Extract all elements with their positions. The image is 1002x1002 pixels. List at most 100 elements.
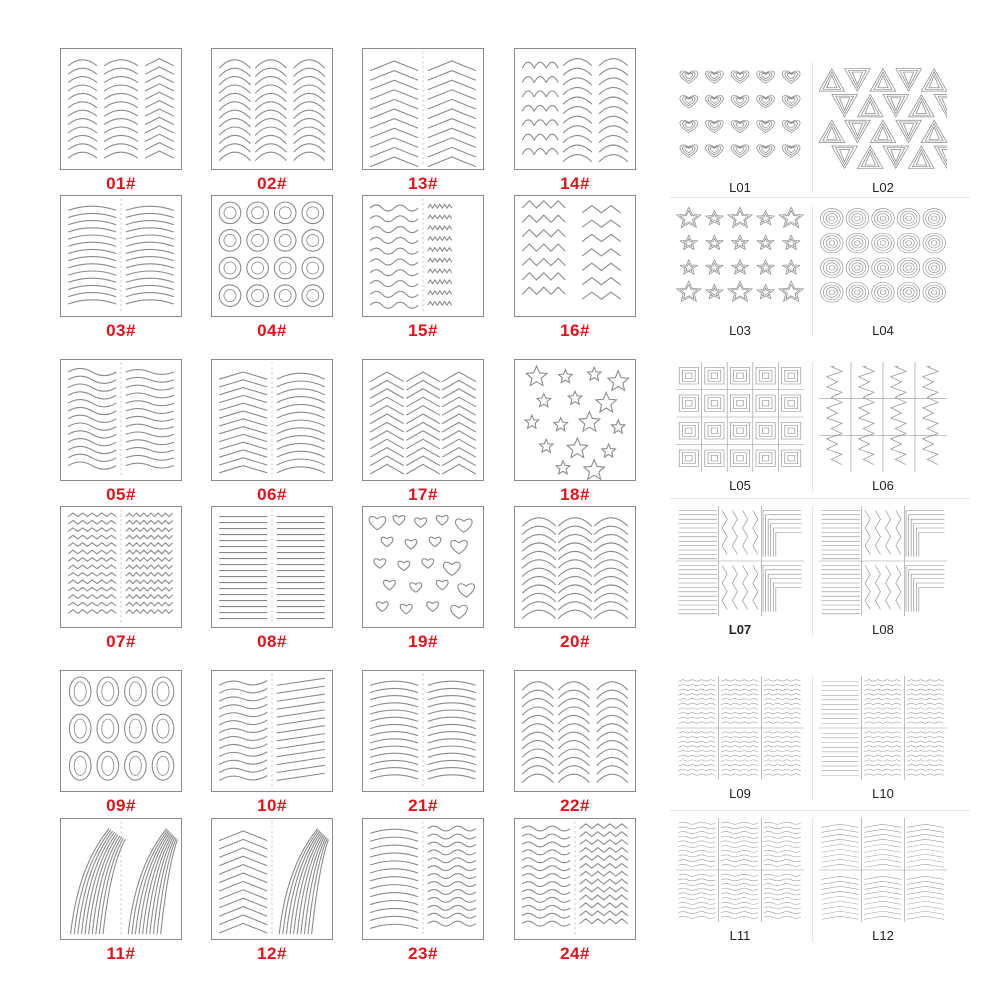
stencil-pattern [370, 821, 477, 937]
stencil-tile-05 [60, 359, 182, 481]
laser-sheet-label: L02 [872, 180, 894, 195]
stencil-tile-01 [60, 48, 182, 170]
laser-sheet-pattern [676, 818, 804, 922]
stencil-label: 22# [560, 796, 590, 815]
stencil-label: 08# [257, 632, 287, 651]
stencil-pattern [521, 681, 629, 783]
stencil-tile-23 [362, 818, 484, 940]
divider [812, 506, 813, 636]
stencil-tile-20 [514, 506, 636, 628]
stencil-pattern [521, 821, 629, 937]
stencil-label: 15# [408, 321, 438, 340]
laser-sheet-label: L10 [872, 786, 894, 801]
stencil-label: 10# [257, 796, 287, 815]
divider [670, 498, 970, 499]
divider [812, 205, 813, 335]
stencil-pattern [218, 821, 329, 937]
stencil-label: 11# [106, 944, 136, 963]
stencil-tile-07 [60, 506, 182, 628]
laser-sheet-l06 [819, 362, 947, 472]
laser-sheet-pattern [676, 206, 804, 303]
stencil-pattern [369, 371, 477, 475]
stencil-tile-14 [514, 48, 636, 170]
stencil-pattern [67, 57, 175, 159]
stencil-tile-08 [211, 506, 333, 628]
stencil-tile-24 [514, 818, 636, 940]
stencil-pattern [70, 821, 178, 937]
stencil-tile-11 [60, 818, 182, 940]
laser-sheet-pattern [820, 208, 946, 303]
laser-sheet-l09 [676, 676, 804, 780]
stencil-pattern [219, 509, 325, 625]
stencil-tile-15 [362, 195, 484, 317]
stencil-label: 06# [257, 485, 287, 504]
laser-sheet-l05 [676, 362, 804, 472]
divider [812, 62, 813, 192]
laser-sheet-label: L03 [729, 323, 751, 338]
laser-sheet-label: L07 [728, 622, 752, 637]
divider [670, 197, 970, 198]
stencil-tile-18 [514, 359, 636, 481]
laser-sheet-l04 [819, 205, 947, 317]
stencil-label: 12# [257, 944, 287, 963]
stencil-label: 07# [106, 632, 136, 651]
laser-sheet-l07 [676, 506, 804, 616]
stencil-label: 19# [408, 632, 438, 651]
stencil-pattern [218, 201, 325, 307]
laser-sheet-pattern [819, 676, 947, 780]
stencil-label: 14# [560, 174, 590, 193]
laser-sheet-pattern [819, 67, 947, 170]
laser-sheet-l03 [676, 205, 804, 317]
laser-sheet-l12 [819, 818, 947, 922]
stencil-pattern [369, 51, 477, 168]
laser-sheet-l11 [676, 818, 804, 922]
stencil-label: 21# [408, 796, 438, 815]
stencil-pattern [219, 362, 326, 478]
laser-sheet-l01 [676, 62, 804, 174]
stencil-label: 18# [560, 485, 590, 504]
stencil-label: 20# [560, 632, 590, 651]
stencil-pattern [218, 59, 326, 161]
stencil-tile-21 [362, 670, 484, 792]
laser-sheet-label: L08 [872, 622, 894, 637]
stencil-tile-09 [60, 670, 182, 792]
stencil-label: 03# [106, 321, 136, 340]
stencil-tile-06 [211, 359, 333, 481]
stencil-label: 24# [560, 944, 590, 963]
stencil-pattern [369, 198, 453, 314]
stencil-label: 04# [257, 321, 287, 340]
laser-sheet-label: L12 [872, 928, 894, 943]
stencil-label: 05# [106, 485, 136, 504]
stencil-pattern [67, 362, 175, 478]
laser-sheet-label: L01 [729, 180, 751, 195]
laser-sheet-pattern [679, 70, 801, 158]
laser-sheet-label: L11 [729, 928, 751, 943]
laser-sheet-pattern [819, 506, 947, 616]
stencil-pattern [218, 673, 325, 789]
laser-sheet-pattern [676, 362, 804, 472]
stencil-tile-03 [60, 195, 182, 317]
laser-sheet-pattern [819, 362, 947, 472]
stencil-label: 16# [560, 321, 590, 340]
stencil-pattern [67, 509, 173, 625]
stencil-tile-10 [211, 670, 333, 792]
stencil-tile-13 [362, 48, 484, 170]
divider [812, 818, 813, 942]
stencil-pattern [521, 58, 629, 163]
laser-sheet-label: L06 [872, 478, 894, 493]
laser-sheet-pattern [819, 818, 947, 922]
stencil-label: 23# [408, 944, 438, 963]
stencil-tile-22 [514, 670, 636, 792]
stencil-label: 01# [106, 174, 136, 193]
laser-sheet-label: L09 [729, 786, 751, 801]
stencil-pattern [521, 517, 629, 619]
stencil-pattern [368, 515, 475, 620]
stencil-pattern [370, 673, 476, 789]
stencil-label: 09# [106, 796, 136, 815]
stencil-tile-19 [362, 506, 484, 628]
divider [812, 676, 813, 800]
stencil-pattern [523, 364, 630, 480]
stencil-label: 17# [408, 485, 438, 504]
stencil-tile-16 [514, 195, 636, 317]
laser-sheet-label: L05 [729, 478, 751, 493]
